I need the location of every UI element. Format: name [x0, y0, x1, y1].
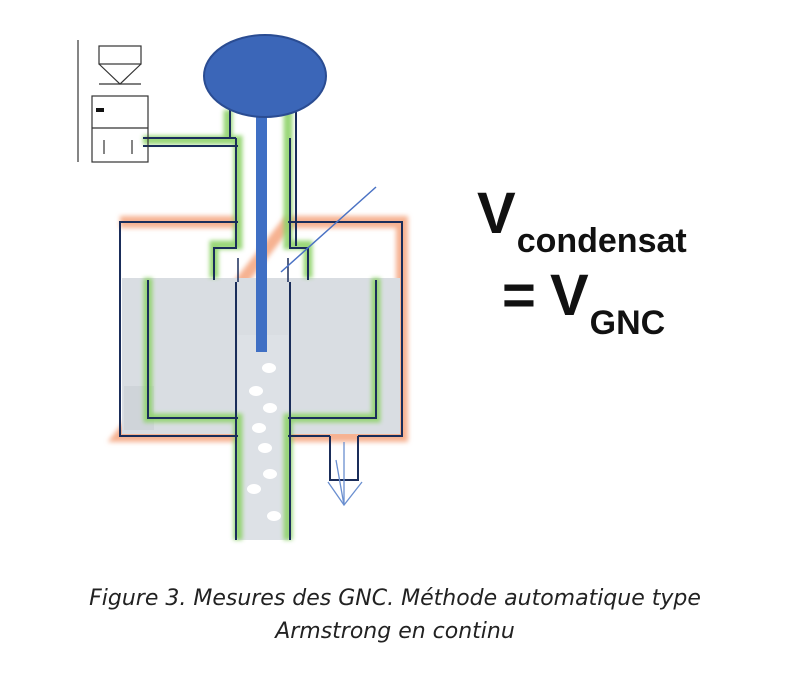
float-ball — [203, 34, 327, 118]
drain-nozzle-icon — [327, 442, 363, 507]
caption-line-1: Figure 3. Mesures des GNC. Méthode autom… — [89, 586, 701, 611]
volume-symbol: V — [477, 181, 516, 246]
solenoid-valve-icon — [77, 40, 149, 163]
figure-caption: Figure 3. Mesures des GNC. Méthode autom… — [0, 582, 790, 648]
condensat-subscript: condensat — [516, 221, 687, 260]
inner-bucket — [147, 138, 377, 540]
equation-line-2: = VGNC — [502, 262, 665, 343]
gnc-subscript: GNC — [589, 303, 666, 342]
float-stem — [256, 108, 267, 352]
equals-volume-symbol: = V — [502, 263, 589, 328]
lever-arm — [280, 186, 377, 273]
valve-connection-pipe — [143, 110, 297, 246]
armstrong-trap-diagram — [77, 34, 408, 540]
equation-line-1: Vcondensat — [477, 180, 687, 261]
caption-line-2: Armstrong en continu — [275, 619, 515, 644]
gas-bubbles — [247, 363, 281, 521]
